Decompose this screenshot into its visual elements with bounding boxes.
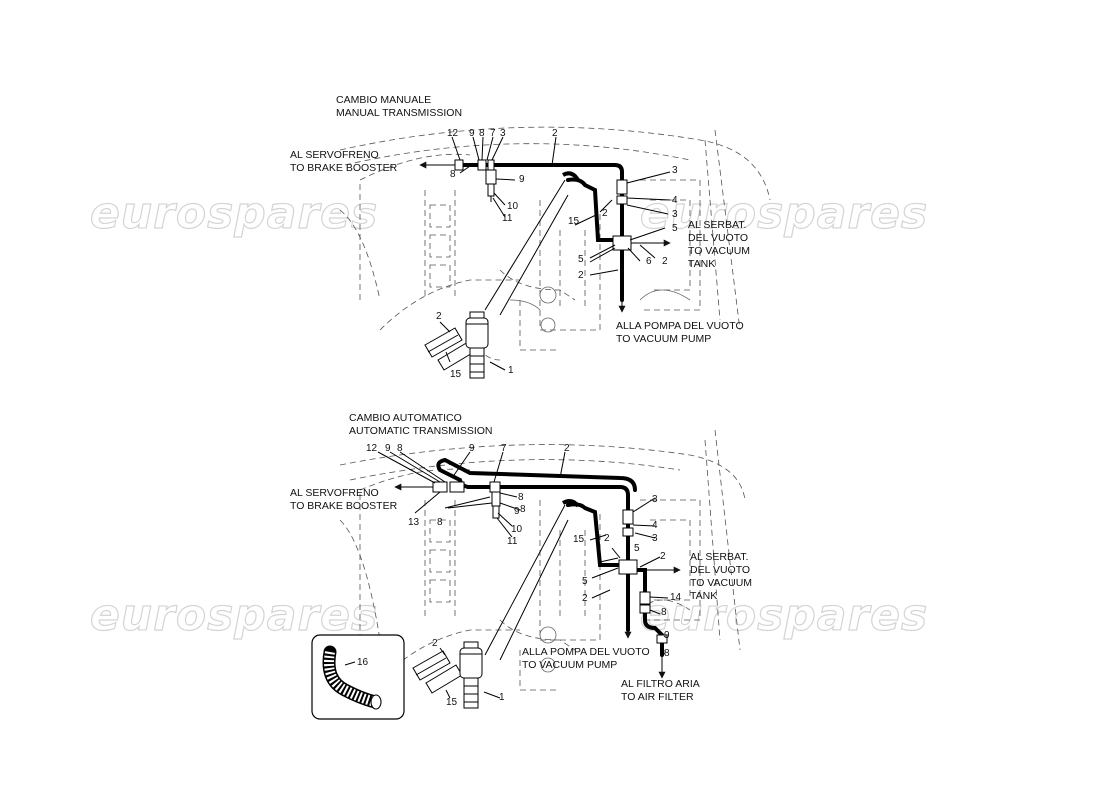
automatic-part-number: 8 [661,607,667,618]
automatic-part-number: 2 [582,593,588,604]
manual-part-number: 4 [672,195,678,206]
automatic-part-number: 14 [670,592,682,603]
manual-part-number: 2 [602,208,608,219]
manual-part-number: 8 [479,128,485,139]
automatic-part-number: 11 [507,536,518,547]
manual-part-number: 2 [662,256,668,267]
automatic-part-number: 8 [520,504,526,515]
manual-part-number: 10 [507,201,519,212]
manual-part-number: 2 [552,128,558,139]
automatic-part-number: 2 [564,443,570,454]
automatic-part-number: 2 [432,638,438,649]
manual-part-number: 7 [490,128,496,139]
manual-part-number: 1 [508,365,514,376]
automatic-part-number: 4 [652,520,658,531]
hose-detail-box [311,634,405,720]
automatic-part-number: 9 [514,506,520,517]
manual-part-number: 5 [578,254,584,265]
automatic-part-number: 8 [664,648,670,659]
automatic-part-number: 15 [573,534,585,545]
manual-part-number: 15 [568,216,580,227]
automatic-part-number: 8 [437,517,443,528]
automatic-part-number: 16 [357,657,369,668]
automatic-part-number: 8 [397,443,403,454]
automatic-part-number: 2 [604,533,610,544]
manual-part-number: 11 [502,213,513,224]
valve-detail-automatic [412,641,501,709]
manual-part-number: 3 [672,209,678,220]
manual-part-number: 15 [450,369,462,380]
manual-part-number: 3 [672,165,678,176]
valve-detail-manual [424,311,506,379]
automatic-part-number: 5 [634,543,640,554]
automatic-part-number: 5 [582,576,588,587]
automatic-part-number: 9 [469,443,475,454]
automatic-part-number: 9 [664,630,670,641]
manual-part-number: 12 [447,128,459,139]
vacuum-lines-manual [458,163,624,302]
automatic-part-number: 3 [652,494,658,505]
manual-part-number: 9 [469,128,475,139]
automatic-part-number: 13 [408,517,420,528]
watermark-right-top: eurospares [639,187,929,239]
manual-part-number: 3 [500,128,506,139]
watermark-left-top: eurospares [89,187,379,239]
automatic-part-number: 12 [366,443,378,454]
automatic-part-number: 3 [652,533,658,544]
automatic-part-number: 1 [499,692,505,703]
manual-part-number: 5 [672,223,678,234]
manual-part-number: 2 [436,311,442,322]
watermark-right-bottom: eurospares [639,589,929,641]
automatic-part-number: 7 [501,443,507,454]
automatic-part-number: 8 [518,492,524,503]
manual-part-number: 2 [578,270,584,281]
automatic-part-number: 10 [511,524,523,535]
manual-part-number: 6 [646,256,652,267]
automatic-part-number: 9 [385,443,391,454]
automatic-part-number: 2 [660,551,666,562]
watermark-left-bottom: eurospares [89,589,379,641]
automatic-part-number: 15 [446,697,458,708]
manual-part-number: 8 [450,169,456,180]
manual-part-number: 9 [519,174,525,185]
